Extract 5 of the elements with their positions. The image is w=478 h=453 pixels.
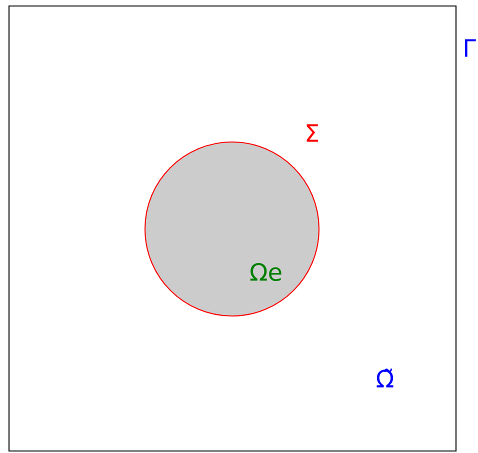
boundary-label: Σ xyxy=(306,124,318,142)
region-label: Ω̃ xyxy=(376,368,394,388)
boundary-label: Γ xyxy=(464,39,476,57)
inclusion-circle xyxy=(144,141,320,317)
region-label: Ωe xyxy=(250,262,282,281)
